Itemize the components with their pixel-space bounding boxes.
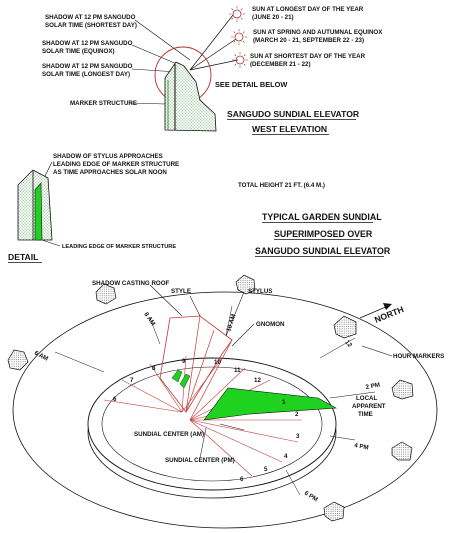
hour-6am: 6 AM (33, 350, 49, 363)
local-time-label-2: APPARENT (352, 403, 386, 410)
gnomon-label: GNOMON (256, 321, 285, 328)
dial-hour-4: 4 (284, 453, 288, 460)
elevation-title: SANGUDO SUNDIAL ELEVATOR (227, 109, 360, 119)
hour-marker-rock (391, 379, 414, 400)
leading-edge-label: LEADING EDGE OF MARKER STRUCTURE (62, 244, 176, 250)
detail-note-3: AS TIME APPROACHES SOLAR NOON (53, 169, 167, 176)
center-pm-label: SUNDIAL CENTER (PM) (165, 457, 235, 464)
sun-equinox-label-1: SUN AT SPRING AND AUTUMNAL EQUINOX (253, 29, 383, 36)
typical-line-3: SANGUDO SUNDIAL ELEVATOR (255, 246, 391, 256)
dial-hour-2: 2 (295, 411, 299, 418)
west-elevation: SHADOW AT 12 PM SANGUDO SOLAR TIME (SHOR… (42, 6, 383, 135)
center-am-label: SUNDIAL CENTER (AM) (134, 431, 204, 438)
roof-shadow-a (171, 369, 183, 383)
hour-marker-rock (333, 315, 357, 339)
north-label: NORTH (373, 304, 405, 325)
marker-structure (164, 61, 217, 132)
dial-hour-6: 6 (113, 396, 117, 403)
dial-hour-10: 10 (214, 359, 221, 366)
sun-longest-label-2: (JUNE 20 - 21) (252, 14, 294, 21)
detail-note-2: LEADING EDGE OF MARKER STRUCTURE (53, 161, 179, 168)
hour-2pm: 2 PM (365, 382, 380, 391)
sun-shortest-label-2: (DECEMBER 21 - 22) (250, 61, 311, 68)
style-label: STYLE (171, 288, 191, 295)
elevation-subtitle: WEST ELEVATION (252, 124, 327, 134)
typical-caption: TYPICAL GARDEN SUNDIAL SUPERIMPOSED OVER… (255, 212, 391, 257)
hour-4pm: 4 PM (354, 442, 369, 451)
detail-note-1: SHADOW OF STYLUS APPROACHES (53, 153, 163, 160)
hour-12-outer: 12 (343, 339, 353, 349)
sundial-plan: SHADOW CASTING ROOF STYLE STYLUS NORTH G… (7, 274, 444, 529)
hour-markers-label: HOUR MARKERS (393, 353, 444, 360)
hour-marker-rock (7, 349, 29, 371)
dial-hour-8: 8 (152, 365, 156, 372)
shadow-longest-label-2: SOLAR TIME (LONGEST DAY) (42, 71, 130, 78)
marker-structure-label: MARKER STRUCTURE (70, 100, 137, 107)
dial-hour-5: 5 (264, 466, 268, 473)
sun-shortest-label-1: SUN AT SHORTEST DAY OF THE YEAR (250, 53, 366, 60)
stylus-label: STYLUS (248, 288, 272, 295)
outer-ring (12, 291, 438, 529)
dial-plate (87, 357, 337, 491)
local-time-label-1: LOCAL (356, 395, 378, 402)
dial-hour-3: 3 (296, 433, 300, 440)
north-arrow-icon (383, 303, 392, 310)
roof-shadow-b (179, 373, 191, 389)
hour-marker-rock (323, 501, 345, 522)
total-height-label: TOTAL HEIGHT 21 FT. (6.4 M.) (238, 182, 325, 189)
hour-marker-rock (95, 283, 117, 305)
sun-equinox-label-2: (MARCH 20 - 21, SEPTEMBER 22 - 23) (253, 37, 364, 44)
shadow-longest-label-1: SHADOW AT 12 PM SANGUDO (42, 63, 133, 70)
dial-hour-1: 1 (282, 399, 286, 406)
hour-6pm: 6 PM (303, 490, 319, 504)
detail-view: SHADOW OF STYLUS APPROACHES LEADING EDGE… (8, 153, 179, 263)
shadow-shortest-label-1: SHADOW AT 12 PM SANGUDO (45, 14, 136, 21)
detail-stylus-shadow (34, 182, 43, 241)
see-detail-label: SEE DETAIL BELOW (215, 80, 287, 89)
shadow-roof-label: SHADOW CASTING ROOF (92, 280, 170, 287)
typical-line-1: TYPICAL GARDEN SUNDIAL (262, 212, 382, 222)
sun-equinox-icon (231, 29, 247, 45)
dial-hour-11: 11 (234, 367, 241, 374)
dial-hour-6-pm: 6 (240, 476, 244, 483)
local-time-label-3: TIME (358, 411, 373, 418)
sun-longest-label-1: SUN AT LONGEST DAY OF THE YEAR (252, 6, 364, 13)
dial-hour-9: 9 (182, 358, 186, 365)
sun-longest-icon (229, 6, 245, 22)
shadow-shortest-label-2: SOLAR TIME (SHORTEST DAY) (45, 22, 137, 29)
shadow-equinox-label-2: SOLAR TIME (EQUINOX) (42, 48, 115, 55)
dial-hour-12: 12 (254, 377, 261, 384)
gnomon-shadow (203, 387, 338, 421)
typical-line-2: SUPERIMPOSED OVER (274, 229, 373, 239)
hour-8am: 8 AM (142, 311, 156, 327)
shadow-equinox-label-1: SHADOW AT 12 PM SANGUDO (42, 40, 133, 47)
hour-marker-rock (235, 274, 256, 295)
dial-hour-7: 7 (130, 377, 134, 384)
hour-10am: 10 AM (225, 313, 237, 332)
detail-title: DETAIL (8, 252, 38, 262)
hour-marker-rock (391, 441, 413, 461)
sun-shortest-icon (232, 52, 248, 68)
